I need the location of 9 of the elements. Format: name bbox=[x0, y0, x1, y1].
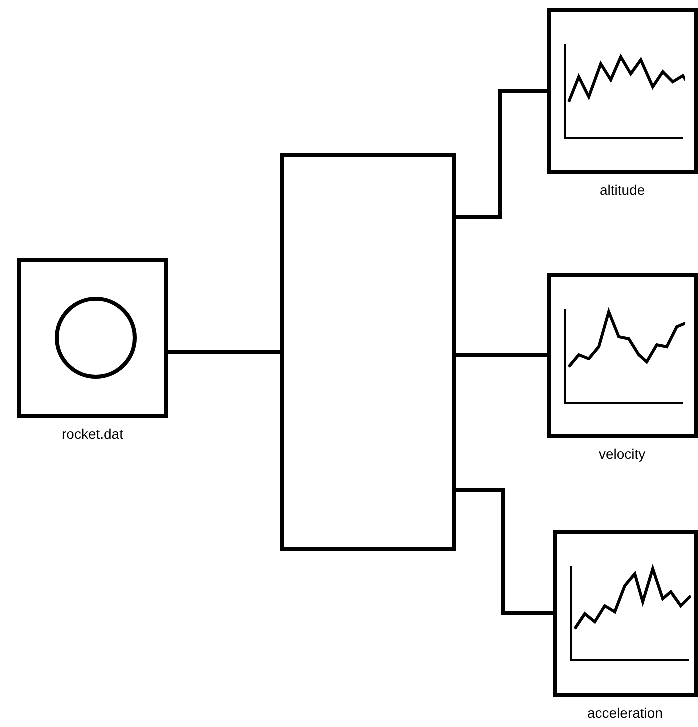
node-label: velocity bbox=[599, 446, 646, 462]
connector-line bbox=[168, 350, 280, 354]
node-label: acceleration bbox=[588, 705, 663, 721]
node-label: rocket.dat bbox=[62, 426, 124, 442]
process-box bbox=[280, 153, 456, 551]
connector-line bbox=[456, 488, 553, 616]
connector-line bbox=[456, 354, 547, 358]
node-label: altitude bbox=[600, 182, 646, 198]
connector-line bbox=[456, 89, 547, 219]
